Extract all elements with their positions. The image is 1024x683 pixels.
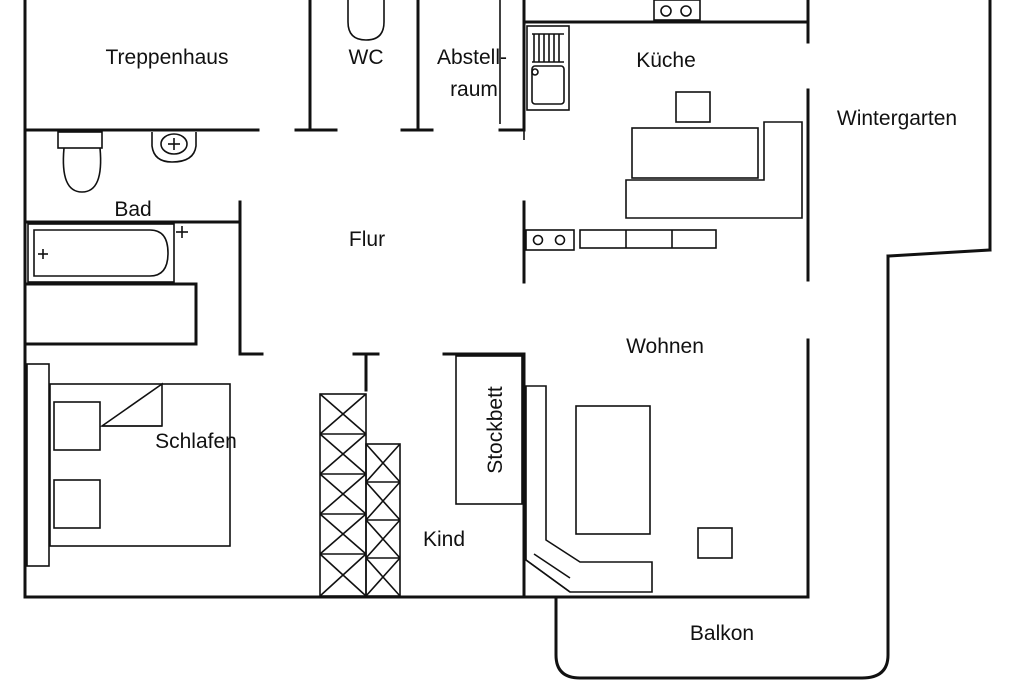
stove-bottom-icon [525, 229, 575, 251]
bad-sink-icon [151, 132, 197, 163]
sofa-icon [525, 385, 653, 593]
sink-icon [526, 25, 570, 111]
label-kind: Kind [423, 528, 465, 551]
bunk-bed [455, 355, 523, 505]
stove-top-icon [653, 0, 701, 21]
bad-toilet-icon [57, 131, 103, 193]
wc-toilet-icon [347, 0, 385, 41]
label-stockbett: Stockbett [484, 386, 507, 474]
label-wc: WC [349, 46, 384, 69]
label-kueche: Küche [636, 49, 696, 72]
label-flur: Flur [349, 228, 385, 251]
side-table [697, 527, 733, 559]
room-labels: Treppenhaus WC Abstell- raum Küche Winte… [106, 46, 958, 645]
label-treppenhaus: Treppenhaus [106, 46, 229, 69]
bed-icon [49, 382, 231, 547]
fixtures [26, 0, 803, 597]
label-bad: Bad [114, 198, 151, 221]
label-abstellraum-2: raum [450, 78, 498, 101]
label-abstellraum-1: Abstell- [437, 46, 507, 69]
living-table [575, 405, 651, 535]
label-wintergarten: Wintergarten [837, 107, 957, 130]
shelf-cross-icon [319, 393, 401, 597]
label-balkon: Balkon [690, 622, 754, 645]
walls [23, 0, 992, 680]
label-schlafen: Schlafen [155, 430, 237, 453]
bathtub-icon [27, 223, 188, 283]
label-wohnen: Wohnen [626, 335, 704, 358]
